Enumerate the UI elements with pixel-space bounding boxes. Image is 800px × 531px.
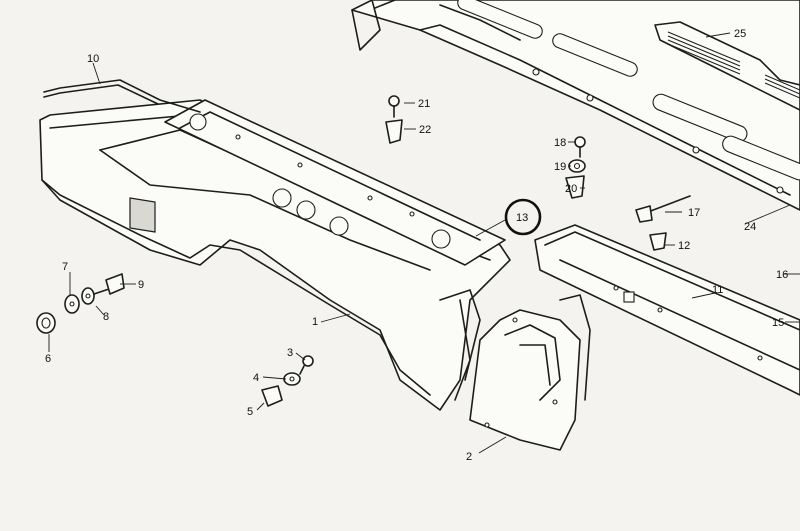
label-part-4: 4 (253, 372, 259, 384)
label-part-2: 2 (466, 451, 472, 463)
washer-7 (64, 294, 80, 314)
label-part-15: 15 (772, 317, 784, 329)
label-part-22: 22 (419, 124, 431, 136)
label-part-11: 11 (712, 284, 723, 296)
top-plate-part-13 (164, 99, 506, 266)
label-part-8: 8 (103, 311, 109, 323)
label-part-5: 5 (247, 406, 253, 418)
label-part-1: 1 (312, 316, 318, 328)
label-part-19: 19 (554, 161, 566, 173)
upper-trim-panel (351, 0, 800, 211)
fastener-21 (388, 95, 400, 118)
label-part-25: 25 (734, 28, 746, 40)
part-labels: 10 21 22 18 19 20 17 12 24 25 13 1 2 11 … (45, 28, 788, 463)
nut-5 (261, 385, 283, 407)
washer-4 (283, 372, 301, 386)
label-part-10: 10 (87, 53, 99, 65)
label-part-9: 9 (138, 279, 144, 291)
label-part-13: 13 (516, 212, 528, 224)
bolt-3 (299, 355, 314, 375)
label-part-7: 7 (62, 261, 68, 273)
leader-lines (48, 32, 800, 454)
washer-19 (568, 159, 586, 173)
screw-18 (574, 136, 586, 158)
label-part-21: 21 (418, 98, 430, 110)
bolt-9 (93, 273, 125, 295)
clip-22 (385, 119, 403, 144)
label-part-20: 20 (565, 183, 577, 195)
main-trim-part-1 (39, 99, 511, 411)
label-part-6: 6 (45, 353, 51, 365)
label-part-3: 3 (287, 347, 293, 359)
label-part-12: 12 (678, 240, 690, 252)
rivet-17 (635, 195, 691, 223)
label-part-16: 16 (776, 269, 788, 281)
label-part-17: 17 (688, 207, 700, 219)
label-part-18: 18 (554, 137, 566, 149)
label-part-24: 24 (744, 221, 756, 233)
washer-8 (81, 287, 95, 305)
cap-6 (36, 312, 56, 334)
nut-20 (565, 175, 585, 199)
highlight-circle-13 (504, 198, 542, 236)
rail-part-11 (534, 224, 800, 396)
clip-12 (649, 232, 667, 251)
vent-grille (667, 31, 800, 99)
bracket-part-2 (469, 294, 591, 451)
rod-part-10 (43, 79, 201, 113)
